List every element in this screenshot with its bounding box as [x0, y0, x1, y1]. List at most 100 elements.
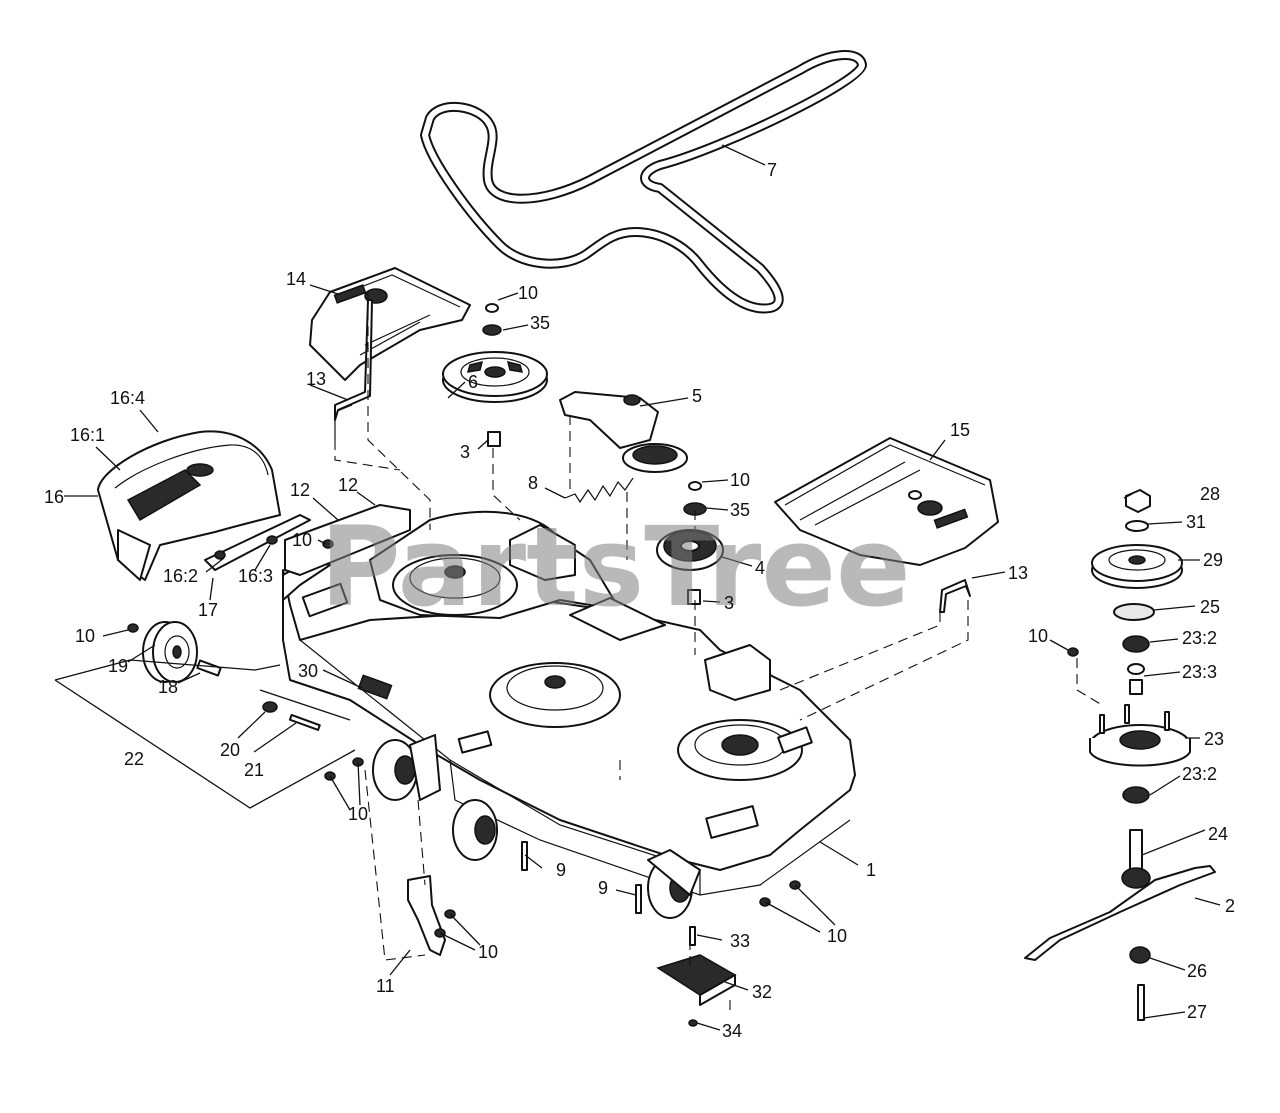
bolt-21	[288, 713, 321, 731]
seal-25	[1113, 603, 1155, 621]
callout-18: 18	[158, 677, 178, 697]
pin-33	[689, 926, 696, 946]
washer-31	[1125, 520, 1149, 532]
callout-30: 30	[298, 661, 318, 681]
callout-23-2: 23:2	[1182, 764, 1217, 784]
idler-spring	[564, 477, 634, 504]
callout-2: 2	[1225, 896, 1235, 916]
callout-10: 10	[827, 926, 847, 946]
spindle-pulley-29	[1091, 544, 1183, 589]
callout-3: 3	[724, 593, 734, 613]
spindle-sleeve	[1129, 679, 1143, 695]
callout-24: 24	[1208, 824, 1228, 844]
spacer-20	[262, 701, 278, 713]
drive-belt	[420, 50, 867, 314]
callout-20: 20	[220, 740, 240, 760]
nut-10-spindle	[1067, 647, 1079, 657]
callout-labels: 7 14 10 35 13 6 5 16:4 16:1 16 3 10 8 35…	[44, 160, 1235, 1041]
callout-10: 10	[292, 530, 312, 550]
callout-35: 35	[730, 500, 750, 520]
callout-12: 12	[338, 475, 358, 495]
right-spindle-housing	[677, 719, 803, 781]
watermark: PartsTree	[320, 503, 911, 631]
nut-10-wheel	[127, 623, 139, 633]
nut-10a	[485, 303, 499, 313]
callout-29: 29	[1203, 550, 1223, 570]
callout-7: 7	[767, 160, 777, 180]
callout-14: 14	[286, 269, 306, 289]
belt-guide	[569, 597, 666, 641]
callout-22: 22	[124, 749, 144, 769]
deck-hanger-bracket	[284, 504, 411, 576]
spindle-shaft-24	[1129, 829, 1143, 871]
bolt-27	[1137, 984, 1145, 1021]
callout-23: 23	[1204, 729, 1224, 749]
front-shield	[97, 430, 281, 581]
callout-3: 3	[460, 442, 470, 462]
bolt-9b	[635, 884, 642, 914]
callout-16-1: 16:1	[70, 425, 105, 445]
nut-10b	[688, 481, 702, 491]
spacer-3b	[687, 589, 701, 605]
callout-10: 10	[730, 470, 750, 490]
callout-4: 4	[755, 558, 765, 578]
idler-pulley-6	[442, 351, 548, 403]
callout-23-2: 23:2	[1182, 628, 1217, 648]
right-belt-cover	[774, 437, 999, 566]
idler-bracket	[509, 524, 576, 581]
center-spindle-housing	[489, 662, 621, 728]
callout-12: 12	[290, 480, 310, 500]
front-roller-right	[647, 849, 701, 919]
callout-28: 28	[1200, 484, 1220, 504]
callout-10: 10	[348, 804, 368, 824]
washer-26	[1129, 946, 1151, 964]
spindle-housing-23	[1089, 704, 1191, 767]
deflector-bracket-11	[407, 875, 446, 956]
callout-19: 19	[108, 656, 128, 676]
callout-26: 26	[1187, 961, 1207, 981]
callout-35: 35	[530, 313, 550, 333]
leader-lines	[64, 144, 1221, 1031]
spacer-23-3	[1127, 663, 1145, 675]
front-roller-left	[372, 734, 441, 801]
callout-10: 10	[1028, 626, 1048, 646]
warning-decal-left	[301, 582, 349, 618]
callout-9: 9	[556, 860, 566, 880]
spacer-3a	[487, 431, 501, 447]
callout-17: 17	[198, 600, 218, 620]
rear-bracket	[704, 644, 771, 701]
group-20-21-outline	[259, 689, 351, 721]
callout-33: 33	[730, 931, 750, 951]
warning-decal-right	[777, 726, 813, 754]
callout-10: 10	[75, 626, 95, 646]
callout-8: 8	[528, 473, 538, 493]
spindle-nut-28	[1125, 489, 1151, 513]
callout-25: 25	[1200, 597, 1220, 617]
step-pad-32	[656, 954, 737, 1006]
callout-34: 34	[722, 1021, 742, 1041]
warning-decal-front	[705, 805, 759, 839]
callout-32: 32	[752, 982, 772, 1002]
bearing-23-2-lower	[1122, 786, 1150, 804]
nut-34	[688, 1019, 698, 1027]
blade-2	[1024, 865, 1216, 961]
callout-16-2: 16:2	[163, 566, 198, 586]
callout-15: 15	[950, 420, 970, 440]
callout-16: 16	[44, 487, 64, 507]
callout-21: 21	[244, 760, 264, 780]
bolt-18	[196, 659, 222, 677]
front-roller-mid	[452, 799, 498, 861]
bearing-23-2-upper	[1122, 635, 1150, 653]
post-13b	[939, 579, 971, 613]
callout-5: 5	[692, 386, 702, 406]
callout-6: 6	[468, 372, 478, 392]
callout-16-4: 16:4	[110, 388, 145, 408]
nut-10-hanger	[322, 539, 334, 549]
callout-10: 10	[478, 942, 498, 962]
deck-decal-30	[357, 674, 393, 700]
callout-10: 10	[518, 283, 538, 303]
idler-pulley-4	[656, 529, 724, 571]
assembly-lines	[334, 310, 1103, 1015]
left-spindle-housing	[392, 554, 518, 616]
